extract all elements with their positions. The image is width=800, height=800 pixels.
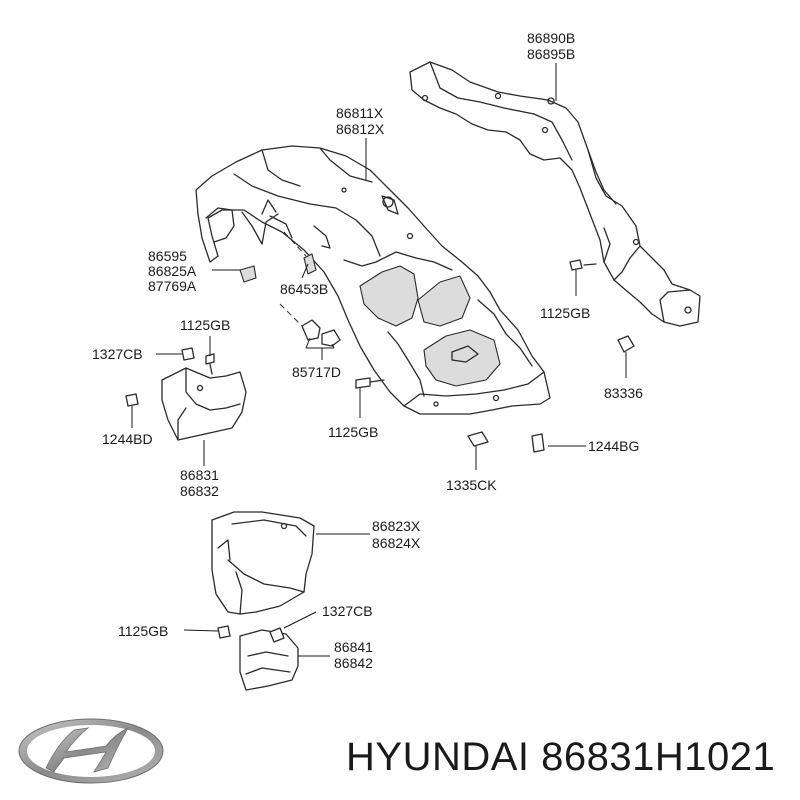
label-86824X: 86824X (372, 535, 421, 551)
mud-guard-86841 (239, 629, 299, 691)
bolt-1244BG (531, 433, 545, 453)
label-1335CK: 1335CK (446, 477, 497, 493)
label-86832: 86832 (180, 483, 219, 499)
label-85717D: 85717D (292, 364, 341, 380)
label-1244BD: 1244BD (102, 431, 153, 447)
bolt-1125GB-right (569, 259, 597, 271)
bolt-1125GB-center (355, 377, 385, 389)
leader-lines (131, 63, 627, 657)
label-86890B: 86890B (527, 30, 575, 46)
label-1125GB-b: 1125GB (540, 305, 590, 321)
label-86453B: 86453B (280, 281, 328, 297)
part-number: 86831H1021 (541, 735, 776, 779)
inner-fender-liner (195, 145, 551, 415)
clip-86825A (239, 265, 257, 283)
label-1244BG: 1244BG (588, 438, 639, 454)
part-title: HYUNDAI 86831H1021 (346, 735, 775, 780)
nut-1335CK (467, 431, 489, 447)
upper-rail-part (409, 61, 701, 327)
label-86841: 86841 (334, 639, 373, 655)
bolt-1125GB-left (205, 353, 215, 375)
bolt-1125GB-lower (217, 625, 231, 639)
label-86595: 86595 (148, 248, 187, 264)
label-86823X: 86823X (372, 518, 421, 534)
clip-86453B (283, 231, 317, 275)
label-1327CB-a: 1327CB (92, 346, 143, 362)
mud-guard-86831 (161, 367, 247, 441)
label-1125GB-a: 1125GB (180, 317, 230, 333)
fastener-85717D (279, 303, 341, 347)
nut-1327CB-left (181, 347, 195, 361)
hyundai-logo-icon (18, 718, 164, 784)
label-86812X: 86812X (336, 121, 385, 137)
brand-name: HYUNDAI (346, 735, 530, 779)
label-86895B: 86895B (527, 46, 575, 62)
label-86811X: 86811X (336, 105, 384, 121)
nut-1327CB-lower (269, 627, 285, 643)
label-83336: 83336 (604, 385, 643, 401)
label-86842: 86842 (334, 655, 373, 671)
label-1327CB-b: 1327CB (322, 603, 373, 619)
label-1125GB-d: 1125GB (118, 623, 168, 639)
lower-shield-86823X (211, 511, 315, 615)
bolt-1244BD (125, 393, 139, 407)
label-1125GB-c: 1125GB (328, 424, 378, 440)
label-86825A: 86825A (148, 263, 197, 279)
clip-83336 (617, 335, 635, 353)
label-86831: 86831 (180, 467, 219, 483)
part-labels: 86890B 86895B 86811X 86812X 86595 86825A… (92, 30, 643, 671)
label-87769A: 87769A (148, 278, 197, 294)
